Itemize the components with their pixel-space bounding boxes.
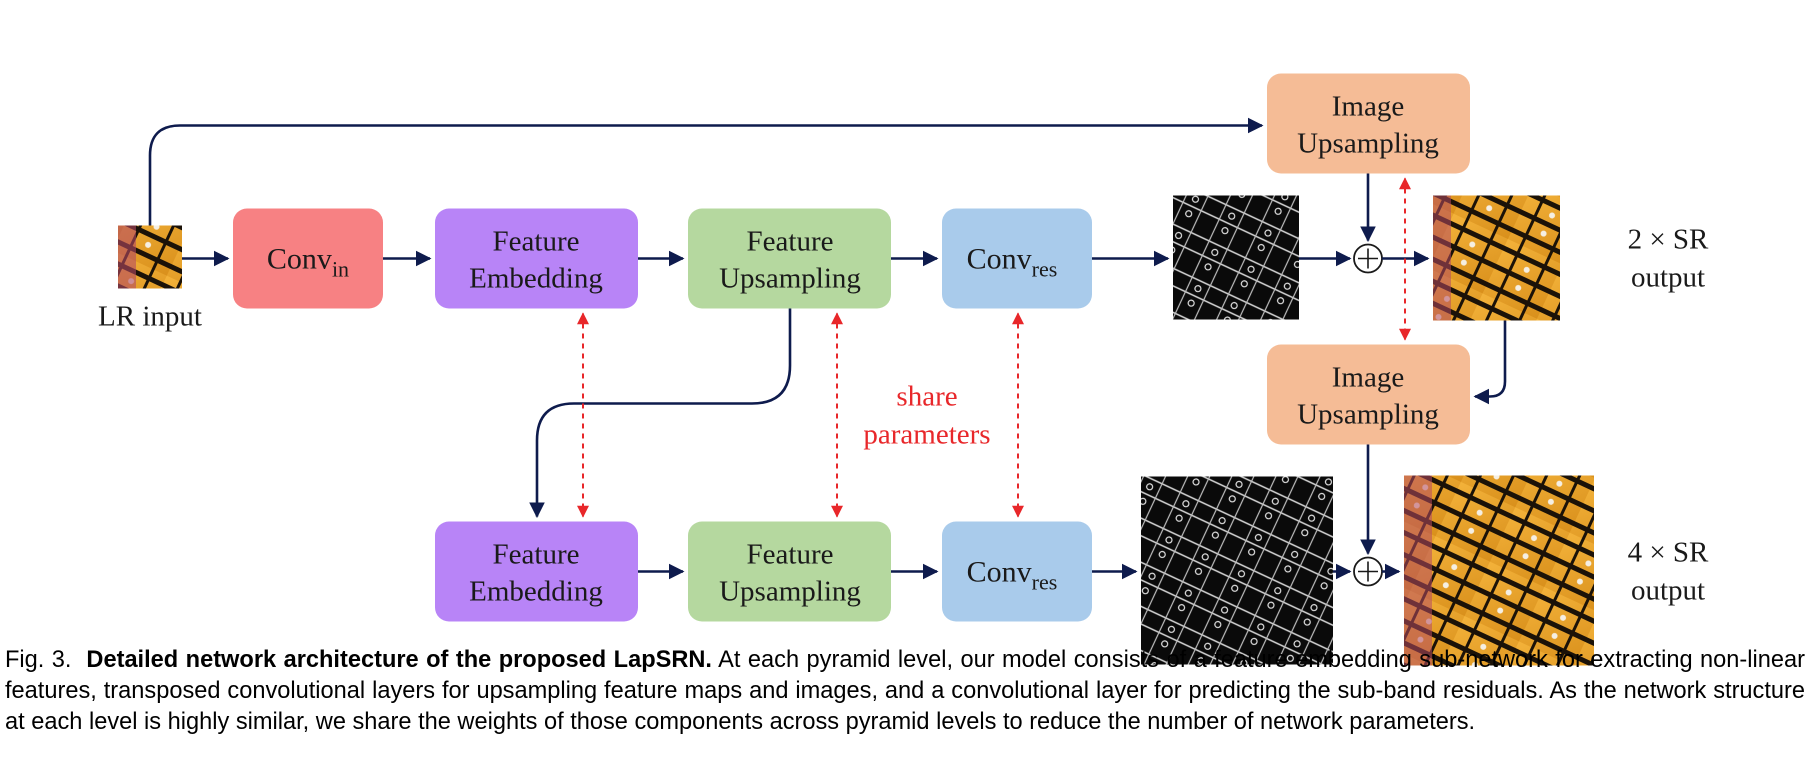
conv-res-block-level2: Convres (942, 521, 1092, 622)
share-parameters-label-line2: parameters (863, 419, 990, 451)
feature-upsampling-label-line2: Upsampling (719, 263, 861, 295)
conv-in-block: Convin (233, 208, 383, 309)
image-upsampling-label-line1: Image (1332, 91, 1404, 123)
image-upsampling-label-line2: Upsampling (1297, 128, 1439, 160)
residual-image-level1 (1173, 195, 1299, 320)
output-4x-label-line2: output (1631, 575, 1705, 607)
output-4x-label-line1: 4 × SR (1628, 537, 1709, 569)
feature-upsampling-l2-label-line1: Feature (747, 539, 834, 571)
sum-node-level1 (1353, 243, 1383, 274)
feature-embedding-label-line2: Embedding (469, 263, 603, 295)
conv-res-l2-subscript: res (1032, 570, 1058, 595)
image-upsampling-block-level2: Image Upsampling (1267, 344, 1470, 445)
arrow-output2x-to-imgup2 (1473, 320, 1507, 405)
image-upsampling-l2-label-line1: Image (1332, 362, 1404, 394)
svg-text:Convres: Convres (967, 243, 1058, 282)
lr-input-image (118, 225, 182, 289)
caption-body: At each pyramid level, our model consist… (5, 647, 1805, 735)
image-upsampling-block-level1: Image Upsampling (1267, 73, 1470, 174)
output-2x-label-line1: 2 × SR (1628, 224, 1709, 256)
conv-res-subscript: res (1032, 257, 1058, 282)
share-parameter-arrows (577, 177, 1411, 518)
conv-res-block-level1: Convres (942, 208, 1092, 309)
image-upsampling-l2-label-line2: Upsampling (1297, 399, 1439, 431)
feature-embedding-l2-label-line1: Feature (493, 539, 580, 571)
feature-embedding-block-level2: Feature Embedding (435, 521, 638, 622)
feature-embedding-l2-label-line2: Embedding (469, 576, 603, 608)
feature-upsampling-block-level1: Feature Upsampling (688, 208, 891, 309)
arrow-fu1-to-fe2 (529, 308, 792, 519)
feature-upsampling-block-level2: Feature Upsampling (688, 521, 891, 622)
output-2x-label-line2: output (1631, 262, 1705, 294)
conv-res-l2-base: Conv (967, 556, 1032, 589)
caption-title: Detailed network architecture of the pro… (86, 647, 712, 673)
residual-image-level2 (1141, 476, 1333, 665)
caption-fig-number: Fig. 3. (5, 647, 72, 673)
feature-embedding-block-level1: Feature Embedding (435, 208, 638, 309)
arrow-input-to-image-upsampling (148, 117, 1264, 226)
conv-in-subscript: in (332, 257, 349, 282)
svg-text:Convin: Convin (267, 243, 349, 282)
lr-input-label: LR input (98, 301, 202, 333)
sr-output-image-4x (1404, 475, 1594, 666)
sum-node-level2 (1353, 556, 1383, 587)
feature-upsampling-l2-label-line2: Upsampling (719, 576, 861, 608)
conv-in-base: Conv (267, 243, 332, 276)
feature-upsampling-label-line1: Feature (747, 226, 834, 258)
svg-text:Convres: Convres (967, 556, 1058, 595)
figure-caption: Fig. 3. Detailed network architecture of… (5, 645, 1805, 738)
share-parameters-label-line1: share (896, 381, 957, 413)
conv-res-base: Conv (967, 243, 1032, 276)
sr-output-image-2x (1433, 195, 1560, 321)
feature-embedding-label-line1: Feature (493, 226, 580, 258)
